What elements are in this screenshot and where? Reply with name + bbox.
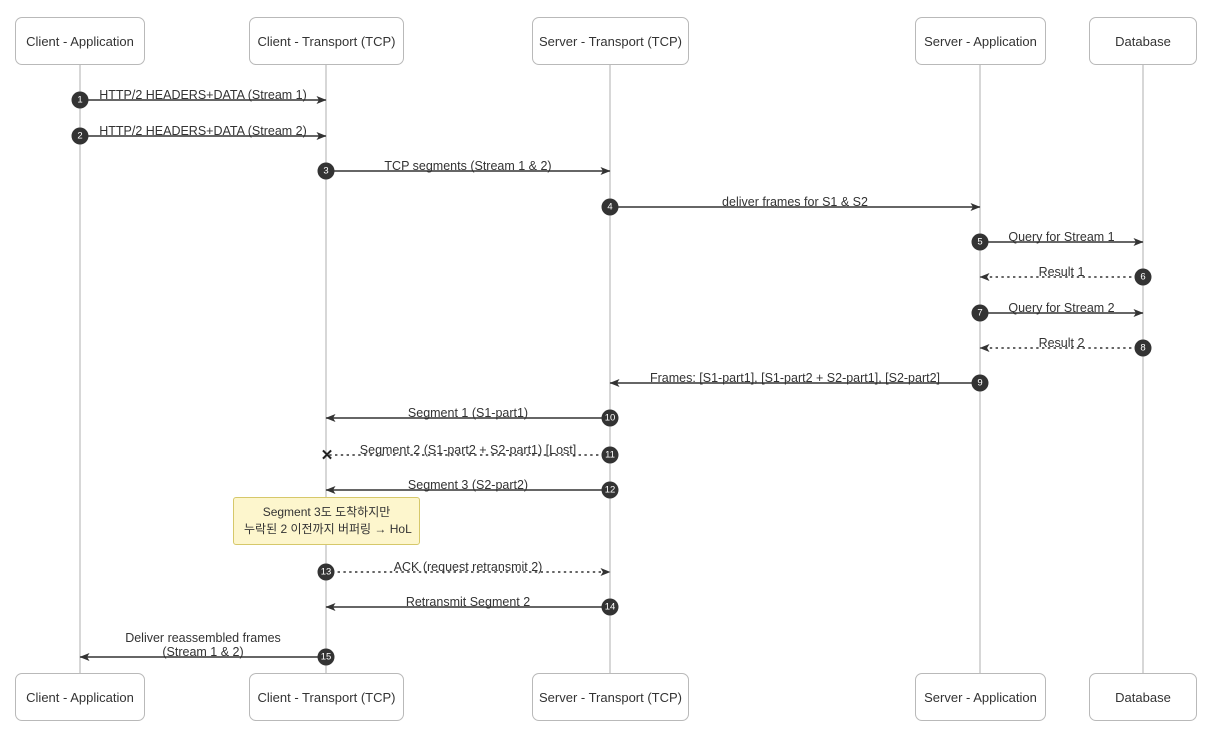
message-label-4: deliver frames for S1 & S2 — [722, 195, 868, 209]
message-label-12: Segment 3 (S2-part2) — [407, 478, 529, 492]
lifelines-group — [79, 65, 1144, 673]
actor-box-client-transport-bottom[interactable]: Client - Transport (TCP) — [249, 673, 404, 721]
lost-message-x-icon-11: ✕ — [320, 447, 334, 464]
sequence-badge-11[interactable]: 11 — [601, 446, 619, 464]
message-label-9: Frames: [S1-part1], [S1-part2 + S2-part1… — [649, 371, 941, 385]
message-label-15: Deliver reassembled frames (Stream 1 & 2… — [125, 631, 281, 659]
actor-label-database: Database — [1115, 689, 1171, 705]
actor-label-server-transport: Server - Transport (TCP) — [538, 33, 683, 49]
actor-label-server-app: Server - Application — [924, 33, 1037, 49]
actor-box-server-app-bottom[interactable]: Server - Application — [915, 673, 1046, 721]
message-label-14: Retransmit Segment 2 — [405, 595, 531, 609]
actor-label-server-transport: Server - Transport (TCP) — [538, 689, 683, 705]
actor-box-server-app-top[interactable]: Server - Application — [915, 17, 1046, 65]
message-label-1: HTTP/2 HEADERS+DATA (Stream 1) — [99, 88, 307, 102]
actor-box-client-app-top[interactable]: Client - Application — [15, 17, 145, 65]
message-label-6: Result 1 — [1038, 265, 1085, 279]
sequence-badge-7[interactable]: 7 — [971, 304, 989, 322]
message-label-7: Query for Stream 2 — [1008, 301, 1115, 315]
message-label-11: Segment 2 (S1-part2 + S2-part1) [Lost] — [359, 443, 577, 457]
actor-label-client-app: Client - Application — [26, 689, 134, 705]
message-label-13: ACK (request retransmit 2) — [393, 560, 543, 574]
message-label-8: Result 2 — [1038, 336, 1085, 350]
message-label-2: HTTP/2 HEADERS+DATA (Stream 2) — [99, 124, 307, 138]
sequence-badge-6[interactable]: 6 — [1134, 268, 1152, 286]
sequence-badge-2[interactable]: 2 — [71, 127, 89, 145]
message-label-5: Query for Stream 1 — [1008, 230, 1115, 244]
sequence-badge-5[interactable]: 5 — [971, 233, 989, 251]
message-label-10: Segment 1 (S1-part1) — [407, 406, 529, 420]
sequence-badge-1[interactable]: 1 — [71, 91, 89, 109]
actor-label-client-app: Client - Application — [26, 33, 134, 49]
actor-label-client-transport: Client - Transport (TCP) — [257, 689, 396, 705]
sequence-badge-9[interactable]: 9 — [971, 374, 989, 392]
actor-box-server-transport-bottom[interactable]: Server - Transport (TCP) — [532, 673, 689, 721]
actor-label-client-transport: Client - Transport (TCP) — [257, 33, 396, 49]
actor-box-client-transport-top[interactable]: Client - Transport (TCP) — [249, 17, 404, 65]
actor-label-server-app: Server - Application — [924, 689, 1037, 705]
message-label-3: TCP segments (Stream 1 & 2) — [384, 159, 552, 173]
sequence-badge-8[interactable]: 8 — [1134, 339, 1152, 357]
sequence-badge-15[interactable]: 15 — [317, 648, 335, 666]
sequence-badge-14[interactable]: 14 — [601, 598, 619, 616]
actor-label-database: Database — [1115, 33, 1171, 49]
sequence-badge-10[interactable]: 10 — [601, 409, 619, 427]
sequence-badge-4[interactable]: 4 — [601, 198, 619, 216]
actor-box-client-app-bottom[interactable]: Client - Application — [15, 673, 145, 721]
arrows-group — [79, 96, 1144, 661]
actor-box-database-top[interactable]: Database — [1089, 17, 1197, 65]
actor-box-server-transport-top[interactable]: Server - Transport (TCP) — [532, 17, 689, 65]
sequence-badge-12[interactable]: 12 — [601, 481, 619, 499]
note-hol-note[interactable]: Segment 3도 도착하지만 누락된 2 이전까지 버퍼링 → HoL — [233, 497, 420, 545]
sequence-badge-3[interactable]: 3 — [317, 162, 335, 180]
actor-box-database-bottom[interactable]: Database — [1089, 673, 1197, 721]
sequence-badge-13[interactable]: 13 — [317, 563, 335, 581]
